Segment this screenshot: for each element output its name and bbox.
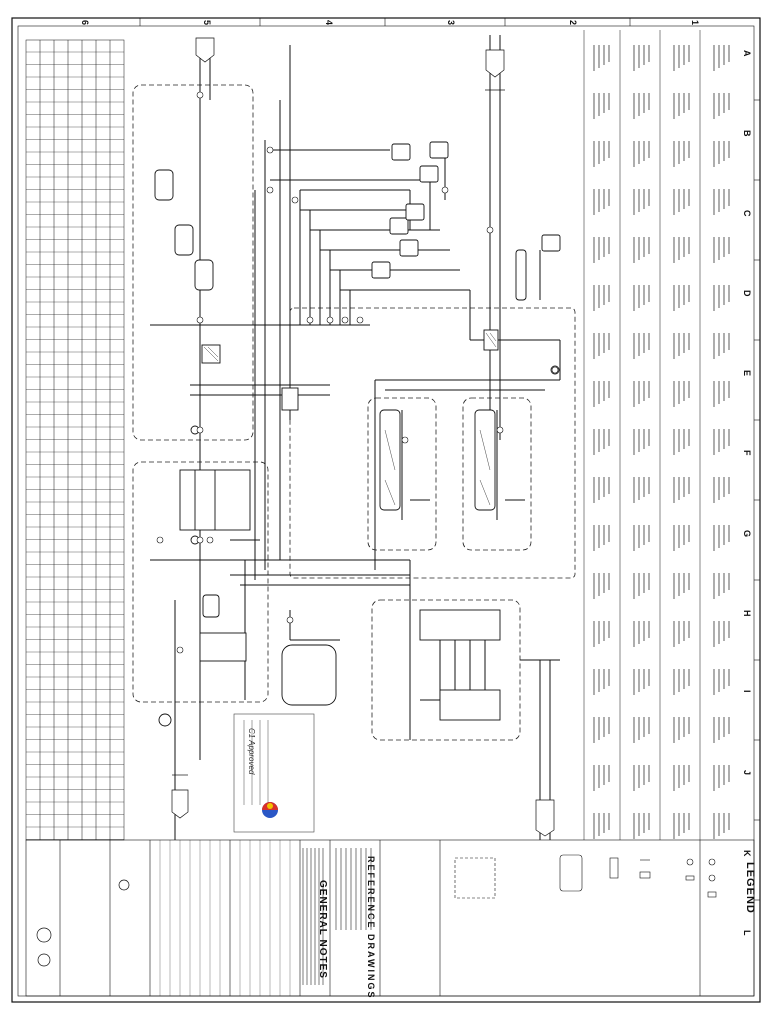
- drum: [391, 143, 411, 161]
- pump-box: [281, 387, 299, 411]
- valve: [441, 186, 449, 194]
- approval-stamp-text: C1 Approved: [247, 728, 256, 775]
- valve: [206, 536, 214, 544]
- column: [379, 409, 401, 511]
- exchanger-hatching: [203, 332, 497, 506]
- title-block: [25, 839, 755, 997]
- reference-drawings-title: REFERENCE DRAWINGS: [366, 856, 376, 1000]
- drum: [429, 141, 449, 159]
- zone-label-d: D: [742, 290, 752, 297]
- zone-label-e: E: [742, 370, 752, 377]
- zone-label-k: K: [742, 850, 752, 857]
- valve: [196, 536, 204, 544]
- drum: [405, 203, 425, 221]
- zone-label-1: 1: [690, 20, 700, 26]
- zone-label-f: F: [742, 450, 752, 456]
- vessel: [194, 259, 214, 291]
- equipment-spec-lines: [593, 45, 730, 839]
- zone-label-b: B: [742, 130, 752, 137]
- vessel: [202, 594, 220, 618]
- pipe-schedule-table: [25, 39, 125, 841]
- vessel: [174, 224, 194, 256]
- company-logos: [36, 879, 130, 967]
- equipment-symbols: [154, 141, 561, 727]
- valve: [176, 646, 184, 654]
- general-notes-title: GENERAL NOTES: [317, 880, 328, 979]
- zone-label-3: 3: [446, 20, 456, 26]
- dashed-process-areas: [132, 84, 576, 741]
- valve: [401, 436, 409, 444]
- heat-exchanger: [199, 632, 247, 662]
- legend-symbols: [454, 854, 717, 899]
- sheet-border: [11, 17, 761, 1003]
- valve: [196, 316, 204, 324]
- valve: [266, 186, 274, 194]
- drum: [419, 165, 439, 183]
- valve: [496, 426, 504, 434]
- column: [515, 249, 527, 301]
- approval-stamp: [233, 713, 315, 833]
- drum: [389, 217, 409, 235]
- valve: [286, 616, 294, 624]
- zone-label-6: 6: [80, 20, 90, 26]
- revision-table-lines: [159, 840, 291, 996]
- valve: [291, 196, 299, 204]
- valve: [196, 91, 204, 99]
- zone-label-g: G: [742, 530, 752, 538]
- column: [474, 409, 496, 511]
- drum: [399, 239, 419, 257]
- pipe-schedule-rows: [26, 51, 124, 840]
- zone-label-l: L: [742, 930, 752, 936]
- legend-title: LEGEND: [744, 862, 756, 914]
- zone-label-4: 4: [324, 20, 334, 26]
- zone-label-i: I: [742, 690, 752, 693]
- valve: [156, 536, 164, 544]
- zone-label-c: C: [742, 210, 752, 217]
- valve: [326, 316, 334, 324]
- legend-area: [583, 30, 701, 840]
- zone-label-5: 5: [202, 20, 212, 26]
- zone-label-2: 2: [568, 20, 578, 26]
- zone-ticks: [139, 18, 760, 901]
- valve: [196, 426, 204, 434]
- zone-label-a: A: [742, 50, 752, 57]
- valve: [341, 316, 349, 324]
- drum: [371, 261, 391, 279]
- exchanger-bank: [439, 689, 501, 721]
- pump: [158, 713, 172, 727]
- valve: [551, 366, 559, 374]
- off-page-connectors: [171, 37, 555, 837]
- sheet-inner-border: [17, 25, 755, 997]
- valve: [356, 316, 364, 324]
- vessel: [154, 169, 174, 201]
- tank: [541, 234, 561, 252]
- valve: [486, 226, 494, 234]
- process-piping: [150, 35, 561, 840]
- valve-symbols: [156, 91, 559, 654]
- valve: [266, 146, 274, 154]
- zone-label-h: H: [742, 610, 752, 617]
- exchanger-bank: [419, 609, 501, 641]
- storage-tank: [281, 644, 337, 706]
- valve: [306, 316, 314, 324]
- zone-label-j: J: [742, 770, 752, 776]
- general-notes-lines: [302, 848, 372, 985]
